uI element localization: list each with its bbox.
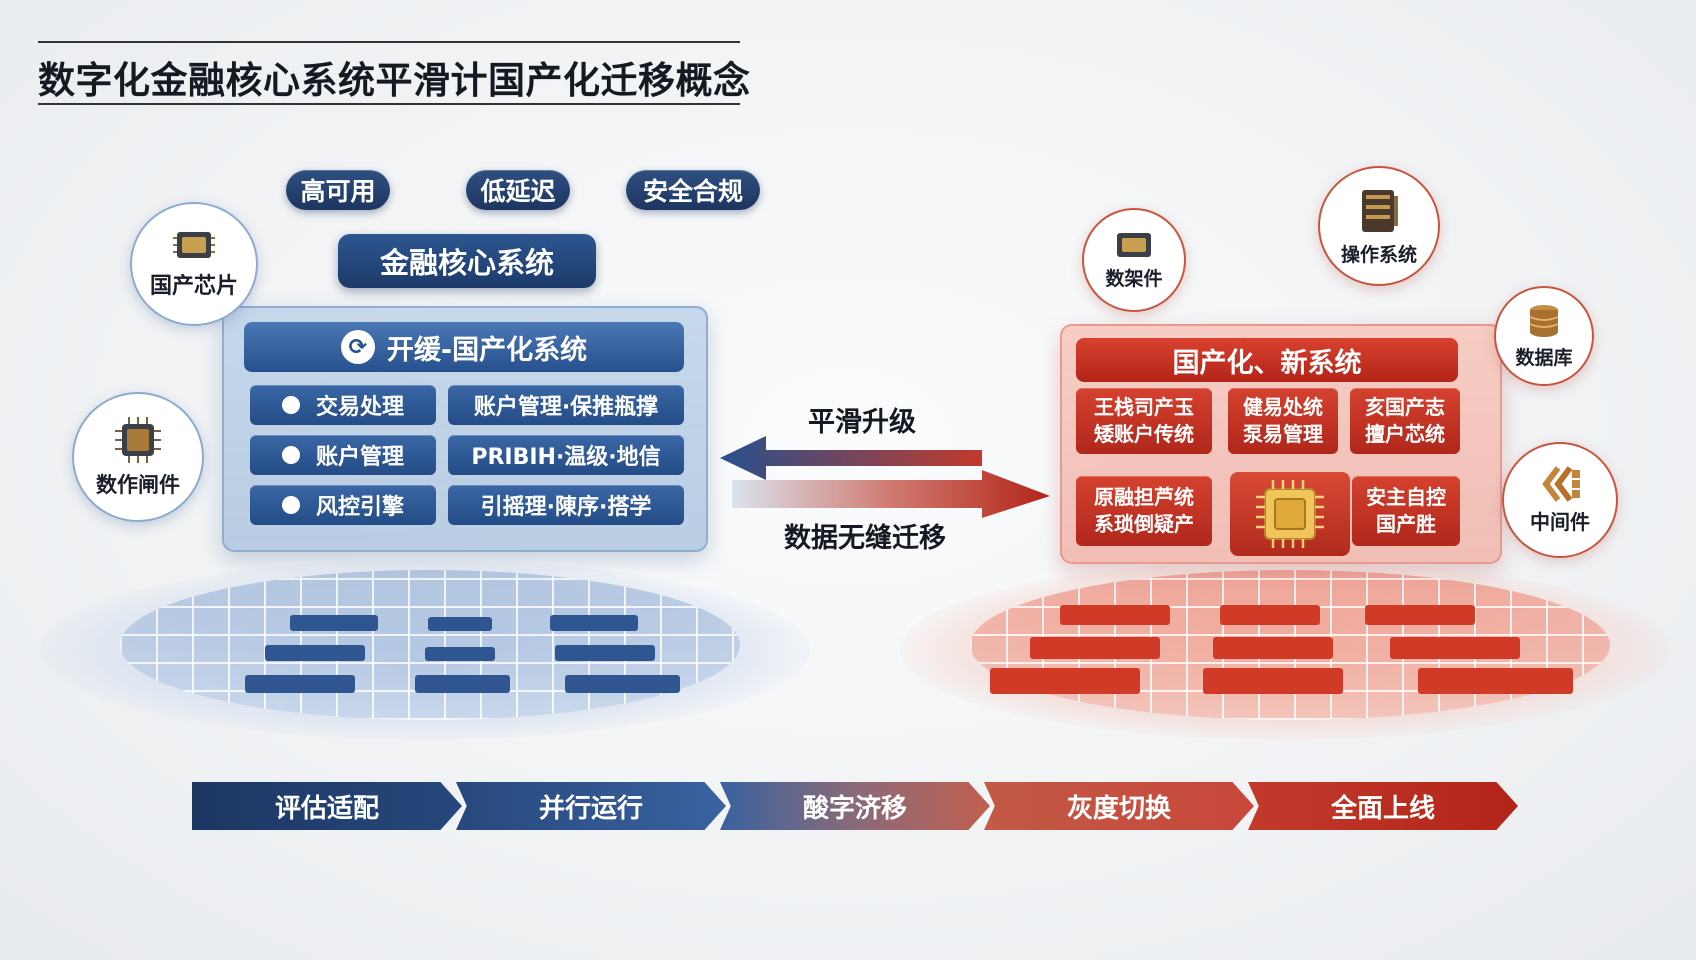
legacy-row-right: 引摇理·陳序·搭学	[448, 485, 684, 525]
server-block	[425, 647, 495, 661]
bullet-icon	[281, 396, 300, 414]
new-system-cell-line: 矮账户传统	[1094, 422, 1194, 446]
legacy-row-left-label: 交易处理	[315, 395, 404, 420]
badge-database: 数据库	[1494, 286, 1594, 386]
new-system-chip-cell	[1230, 472, 1350, 556]
pill-low-latency: 低延迟	[466, 170, 570, 210]
server-block	[245, 675, 355, 693]
pill-security-compliance: 安全合规	[626, 170, 760, 210]
sync-icon: ⟳	[340, 330, 375, 364]
step-full-launch: 全面上线	[1248, 782, 1518, 830]
server-block	[1060, 605, 1170, 625]
badge-operating-system: 操作系统	[1318, 166, 1440, 286]
chip-icon	[173, 232, 215, 258]
new-system-cell-line: 健易处统	[1243, 395, 1323, 419]
new-system-cell-line: 亥国产志	[1365, 395, 1445, 419]
new-system-cell-line: 原融担芦统	[1094, 485, 1194, 509]
legacy-row-left: 交易处理	[250, 385, 436, 425]
server-block	[1418, 668, 1573, 694]
badge-middleware-legacy: 数作闸件	[72, 392, 204, 522]
legacy-row-left-label: 风控引擎	[315, 495, 404, 520]
new-system-cell: 健易处统 泵易管理	[1228, 388, 1338, 454]
server-block	[1213, 637, 1333, 659]
title-top-rule	[38, 41, 740, 43]
middleware-icon	[1542, 465, 1580, 502]
server-block	[428, 617, 492, 631]
title-bottom-rule	[38, 103, 740, 105]
badge-data-architecture: 数架件	[1082, 208, 1186, 312]
new-system-cell-line: 国产胜	[1376, 512, 1436, 536]
legacy-row-right: 账户管理·保推瓶撑	[448, 385, 684, 425]
server-icon	[1362, 189, 1398, 232]
badge-operating-system-label: 操作系统	[1340, 243, 1417, 266]
chip-icon	[1117, 232, 1151, 257]
left-server-blocks	[245, 615, 680, 693]
badge-domestic-chip: 国产芯片	[130, 202, 258, 326]
legacy-row-left: 账户管理	[250, 435, 436, 475]
page-title: 数字化金融核心系统平滑计国产化迁移概念	[38, 59, 751, 102]
server-block	[1030, 637, 1160, 659]
legacy-row-left-label: 账户管理	[315, 445, 404, 470]
arrow-right-icon	[732, 470, 1050, 518]
new-system-header: 国产化、新系统	[1076, 338, 1458, 382]
new-system-cell: 安主自控 国产胜	[1352, 476, 1460, 546]
step-gray-switch: 灰度切换	[984, 782, 1254, 830]
gold-chip-icon	[1256, 480, 1324, 548]
legacy-system-header-label: 开缓-国产化系统	[386, 334, 588, 366]
new-system-cell-line: 泵易管理	[1243, 422, 1323, 446]
server-block	[415, 675, 510, 693]
legacy-row-right: PRIBIH·温级·地信	[448, 435, 684, 475]
server-block	[555, 645, 655, 661]
pill-high-availability: 高可用	[286, 170, 390, 210]
new-system-cell: 亥国产志 擅户芯统	[1350, 388, 1460, 454]
new-system-cell: 王栈司产玉 矮账户传统	[1076, 388, 1212, 454]
server-block	[1390, 637, 1520, 659]
new-system-cell-line: 安主自控	[1366, 485, 1446, 509]
step-parallel-run: 并行运行	[456, 782, 726, 830]
server-block	[1220, 605, 1320, 625]
server-block	[565, 675, 680, 693]
new-system-cell-line: 擅户芯统	[1365, 422, 1445, 446]
bullet-icon	[281, 496, 300, 514]
server-block	[290, 615, 378, 631]
server-block	[1203, 668, 1343, 694]
right-server-blocks	[990, 605, 1573, 694]
bullet-icon	[281, 446, 300, 464]
smooth-upgrade-label: 平滑升级	[808, 407, 916, 438]
server-block	[990, 668, 1140, 694]
server-block	[265, 645, 365, 661]
legacy-system-header: ⟳ 开缓-国产化系统	[244, 322, 684, 372]
badge-database-label: 数据库	[1515, 346, 1573, 369]
new-system-cell: 原融担芦统 系琐倒疑产	[1076, 476, 1212, 546]
core-system-title: 金融核心系统	[338, 234, 596, 288]
server-block	[550, 615, 638, 631]
seamless-migration-label: 数据无缝迁移	[784, 523, 946, 554]
server-block	[1365, 605, 1475, 625]
step-assess-adapt: 评估适配	[192, 782, 462, 830]
badge-middleware: 中间件	[1502, 442, 1618, 558]
bidirectional-arrow	[720, 436, 1050, 518]
new-system-cell-line: 王栈司产玉	[1094, 395, 1194, 419]
database-icon	[1529, 304, 1559, 337]
new-system-cell-line: 系琐倒疑产	[1094, 512, 1194, 536]
processor-icon	[115, 417, 161, 463]
badge-middleware-label: 中间件	[1530, 509, 1590, 534]
badge-middleware-legacy-label: 数作闸件	[96, 473, 180, 497]
arrow-left-icon	[720, 436, 982, 480]
legacy-row-left: 风控引擎	[250, 485, 436, 525]
badge-data-architecture-label: 数架件	[1105, 267, 1163, 290]
badge-domestic-chip-label: 国产芯片	[149, 274, 238, 299]
step-data-migration: 酸字济移	[720, 782, 990, 830]
